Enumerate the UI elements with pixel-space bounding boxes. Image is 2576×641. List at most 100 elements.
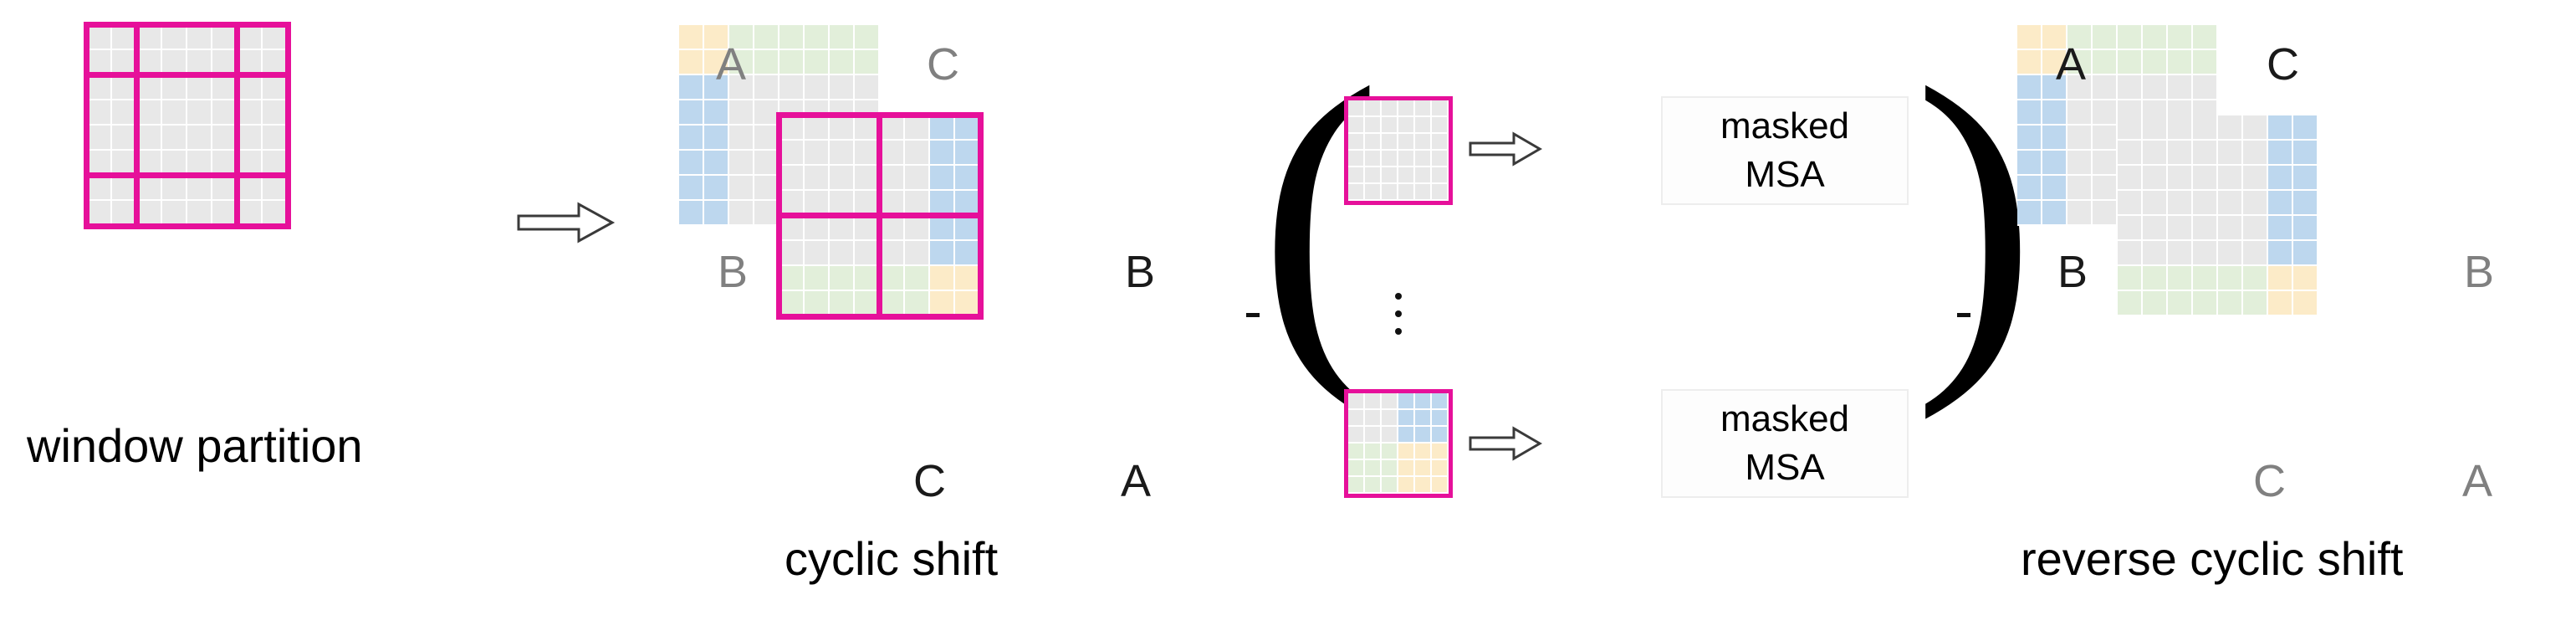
- masked-msa-box-top[interactable]: masked MSA: [1661, 96, 1909, 205]
- grid-cell: [905, 291, 930, 316]
- grid-cell: [137, 201, 162, 226]
- grid-cell: [2143, 166, 2168, 191]
- grid-cell: [779, 216, 805, 241]
- grid-cell: [2093, 126, 2118, 151]
- grid-cell: [729, 151, 754, 176]
- grid-cell: [2218, 141, 2243, 166]
- grid-cell: [1348, 151, 1365, 167]
- grid-cell: [905, 216, 930, 241]
- grid-cell: [2118, 75, 2143, 100]
- grid-cell: [1365, 427, 1382, 444]
- grid-cell: [805, 291, 830, 316]
- grid-cell: [87, 75, 112, 100]
- arrow-partition-to-shift-icon: [517, 199, 616, 250]
- grid-cell: [2042, 75, 2067, 100]
- grid-cell: [2093, 50, 2118, 75]
- grid-cell: [830, 75, 855, 100]
- grid-cell: [754, 50, 779, 75]
- bracket-right-tick: [1957, 313, 1970, 317]
- region-label-c-front: C: [913, 456, 946, 506]
- batched-window-top-grid: [1348, 100, 1449, 201]
- grid-cell: [2042, 100, 2067, 126]
- region-label-a-front: A: [1121, 456, 1152, 506]
- grid-cell: [905, 166, 930, 191]
- grid-cell: [1382, 151, 1398, 167]
- grid-cell: [187, 201, 212, 226]
- grid-cell: [1398, 184, 1415, 201]
- batched-window-bottom-grid: [1348, 393, 1449, 494]
- grid-cell: [162, 201, 187, 226]
- grid-cell: [2218, 241, 2243, 266]
- grid-cell: [704, 75, 729, 100]
- grid-cell: [2042, 176, 2067, 201]
- grid-cell: [2118, 241, 2143, 266]
- grid-cell: [1382, 427, 1398, 444]
- grid-cell: [2243, 115, 2268, 141]
- grid-cell: [2193, 216, 2218, 241]
- grid-cell: [2293, 141, 2318, 166]
- grid-cell: [1365, 184, 1382, 201]
- grid-cell: [679, 126, 704, 151]
- grid-cell: [830, 216, 855, 241]
- grid-cell: [87, 50, 112, 75]
- region-label-b-front-rev: B: [2057, 247, 2088, 297]
- grid-cell: [779, 50, 805, 75]
- caption-reverse-cyclic-shift: reverse cyclic shift: [2021, 532, 2404, 585]
- grid-cell: [2067, 201, 2093, 226]
- grid-cell: [2042, 50, 2067, 75]
- bracket-left-tick: [1246, 313, 1260, 317]
- grid-cell: [855, 166, 880, 191]
- grid-cell: [2293, 266, 2318, 291]
- window-divider-horizontal-1: [84, 72, 291, 78]
- grid-cell: [1415, 100, 1432, 117]
- grid-cell: [754, 176, 779, 201]
- grid-cell: [1415, 410, 1432, 427]
- grid-cell: [955, 291, 980, 316]
- grid-cell: [2067, 100, 2093, 126]
- grid-cell: [2093, 176, 2118, 201]
- grid-cell: [2293, 216, 2318, 241]
- grid-cell: [1348, 427, 1365, 444]
- grid-cell: [679, 75, 704, 100]
- grid-cell: [855, 115, 880, 141]
- grid-cell: [2268, 241, 2293, 266]
- grid-cell: [87, 201, 112, 226]
- grid-cell: [2168, 115, 2193, 141]
- grid-cell: [1365, 444, 1382, 460]
- grid-cell: [1432, 444, 1449, 460]
- grid-cell: [137, 75, 162, 100]
- grid-cell: [137, 176, 162, 201]
- grid-cell: [930, 216, 955, 241]
- masked-msa-top-line1: masked: [1720, 105, 1850, 146]
- grid-cell: [2293, 241, 2318, 266]
- grid-cell: [1348, 100, 1365, 117]
- grid-cell: [1415, 427, 1432, 444]
- grid-cell: [238, 75, 263, 100]
- grid-cell: [1348, 184, 1365, 201]
- region-label-a-back: A: [716, 39, 747, 90]
- grid-cell: [2042, 201, 2067, 226]
- grid-cell: [2093, 201, 2118, 226]
- grid-cell: [1348, 477, 1365, 494]
- grid-cell: [2093, 75, 2118, 100]
- grid-cell: [2268, 191, 2293, 216]
- grid-cell: [1432, 460, 1449, 477]
- region-label-a-back-rev: A: [2462, 456, 2493, 506]
- grid-cell: [2168, 75, 2193, 100]
- grid-cell: [2143, 25, 2168, 50]
- region-label-a-front-rev: A: [2056, 39, 2087, 90]
- grid-cell: [754, 75, 779, 100]
- grid-cell: [2017, 201, 2042, 226]
- grid-cell: [880, 291, 905, 316]
- grid-cell: [880, 166, 905, 191]
- grid-cell: [87, 25, 112, 50]
- grid-cell: [2067, 126, 2093, 151]
- grid-cell: [779, 115, 805, 141]
- bracket-left: (: [1259, 13, 1382, 421]
- grid-cell: [779, 291, 805, 316]
- grid-cell: [779, 241, 805, 266]
- grid-cell: [2243, 216, 2268, 241]
- grid-cell: [263, 100, 288, 126]
- masked-msa-box-bottom[interactable]: masked MSA: [1661, 389, 1909, 498]
- grid-cell: [779, 75, 805, 100]
